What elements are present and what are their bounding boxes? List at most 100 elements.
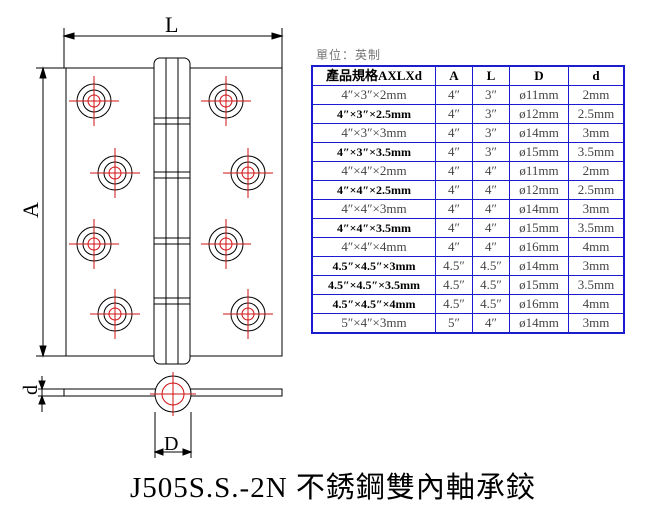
table-cell-A: 4″ — [435, 199, 473, 219]
header-spec: 產品規格AXLXd — [311, 65, 436, 86]
header-d: d — [568, 65, 625, 86]
table-cell-d: 4mm — [568, 237, 625, 257]
table-cell-spec: 4″×4″×4mm — [311, 237, 436, 257]
screw-hole-icon — [90, 289, 140, 339]
screw-hole-icon — [201, 76, 251, 126]
table-cell-spec: 4″×4″×3mm — [311, 199, 436, 219]
dimension-A — [36, 66, 66, 358]
dimension-L-label: L — [165, 12, 178, 37]
table-cell-L: 4.5″ — [472, 256, 510, 276]
table-cell-d: 3mm — [568, 199, 625, 219]
dimension-A-label: A — [18, 202, 43, 218]
table-cell-A: 4.5″ — [435, 275, 473, 295]
dimension-D-label: D — [164, 433, 178, 455]
table-cell-A: 4″ — [435, 142, 473, 162]
table-cell-d: 3.5mm — [568, 218, 625, 238]
table-cell-D: ø14mm — [509, 199, 569, 219]
table-cell-d: 2.5mm — [568, 104, 625, 124]
table-cell-D: ø15mm — [509, 218, 569, 238]
table-cell-d: 3.5mm — [568, 275, 625, 295]
screw-hole-icon — [69, 219, 119, 269]
table-cell-L: 4.5″ — [472, 294, 510, 314]
table-cell-spec: 4.5″×4.5″×3mm — [311, 256, 436, 276]
screw-hole-icon — [223, 148, 273, 198]
table-cell-L: 4″ — [472, 199, 510, 219]
table-cell-L: 3″ — [472, 85, 510, 105]
table-cell-d: 2mm — [568, 161, 625, 181]
table-cell-A: 4″ — [435, 218, 473, 238]
table-cell-d: 3mm — [568, 256, 625, 276]
table-cell-d: 2.5mm — [568, 180, 625, 200]
table-cell-D: ø12mm — [509, 180, 569, 200]
screw-hole-icon — [223, 289, 273, 339]
hinge-side-view — [63, 372, 283, 416]
table-cell-L: 3″ — [472, 104, 510, 124]
table-cell-spec: 4″×3″×2.5mm — [311, 104, 436, 124]
screw-hole-icon — [201, 219, 251, 269]
table-cell-D: ø16mm — [509, 237, 569, 257]
table-cell-L: 4″ — [472, 313, 510, 334]
header-L: L — [472, 65, 510, 86]
table-cell-d: 3mm — [568, 313, 625, 334]
spec-table-header: 產品規格AXLXd A L D d — [311, 65, 625, 86]
table-cell-spec: 4″×3″×2mm — [311, 85, 436, 105]
table-cell-A: 4.5″ — [435, 294, 473, 314]
table-cell-D: ø15mm — [509, 142, 569, 162]
table-cell-spec: 4″×4″×2.5mm — [311, 180, 436, 200]
table-cell-D: ø14mm — [509, 256, 569, 276]
table-cell-L: 4″ — [472, 218, 510, 238]
table-cell-D: ø14mm — [509, 123, 569, 143]
dimension-d — [38, 376, 64, 412]
table-cell-L: 3″ — [472, 123, 510, 143]
table-cell-spec: 5″×4″×3mm — [311, 313, 436, 334]
screw-holes — [69, 76, 273, 339]
table-cell-A: 4″ — [435, 180, 473, 200]
table-cell-D: ø16mm — [509, 294, 569, 314]
table-cell-A: 4.5″ — [435, 256, 473, 276]
table-cell-L: 4.5″ — [472, 275, 510, 295]
dimension-D — [153, 412, 193, 458]
table-cell-A: 4″ — [435, 237, 473, 257]
table-cell-d: 4mm — [568, 294, 625, 314]
header-A: A — [435, 65, 473, 86]
table-cell-L: 3″ — [472, 142, 510, 162]
dimension-d-label: d — [20, 385, 42, 395]
screw-hole-icon — [90, 148, 140, 198]
table-cell-L: 4″ — [472, 180, 510, 200]
table-cell-D: ø11mm — [509, 161, 569, 181]
table-cell-spec: 4″×3″×3.5mm — [311, 142, 436, 162]
table-cell-spec: 4.5″×4.5″×3.5mm — [311, 275, 436, 295]
table-cell-D: ø11mm — [509, 85, 569, 105]
table-cell-spec: 4″×4″×3.5mm — [311, 218, 436, 238]
table-cell-L: 4″ — [472, 237, 510, 257]
product-caption: J505S.S.-2N 不銹鋼雙內軸承鉸 — [130, 472, 536, 504]
table-cell-A: 5″ — [435, 313, 473, 334]
table-cell-spec: 4.5″×4.5″×4mm — [311, 294, 436, 314]
table-cell-spec: 4″×4″×2mm — [311, 161, 436, 181]
screw-hole-icon — [69, 76, 119, 126]
dimension-L — [62, 28, 284, 68]
table-cell-d: 3.5mm — [568, 142, 625, 162]
table-cell-spec: 4″×3″×3mm — [311, 123, 436, 143]
header-D: D — [509, 65, 569, 86]
table-cell-A: 4″ — [435, 161, 473, 181]
table-cell-A: 4″ — [435, 104, 473, 124]
table-cell-L: 4″ — [472, 161, 510, 181]
table-cell-D: ø14mm — [509, 313, 569, 334]
